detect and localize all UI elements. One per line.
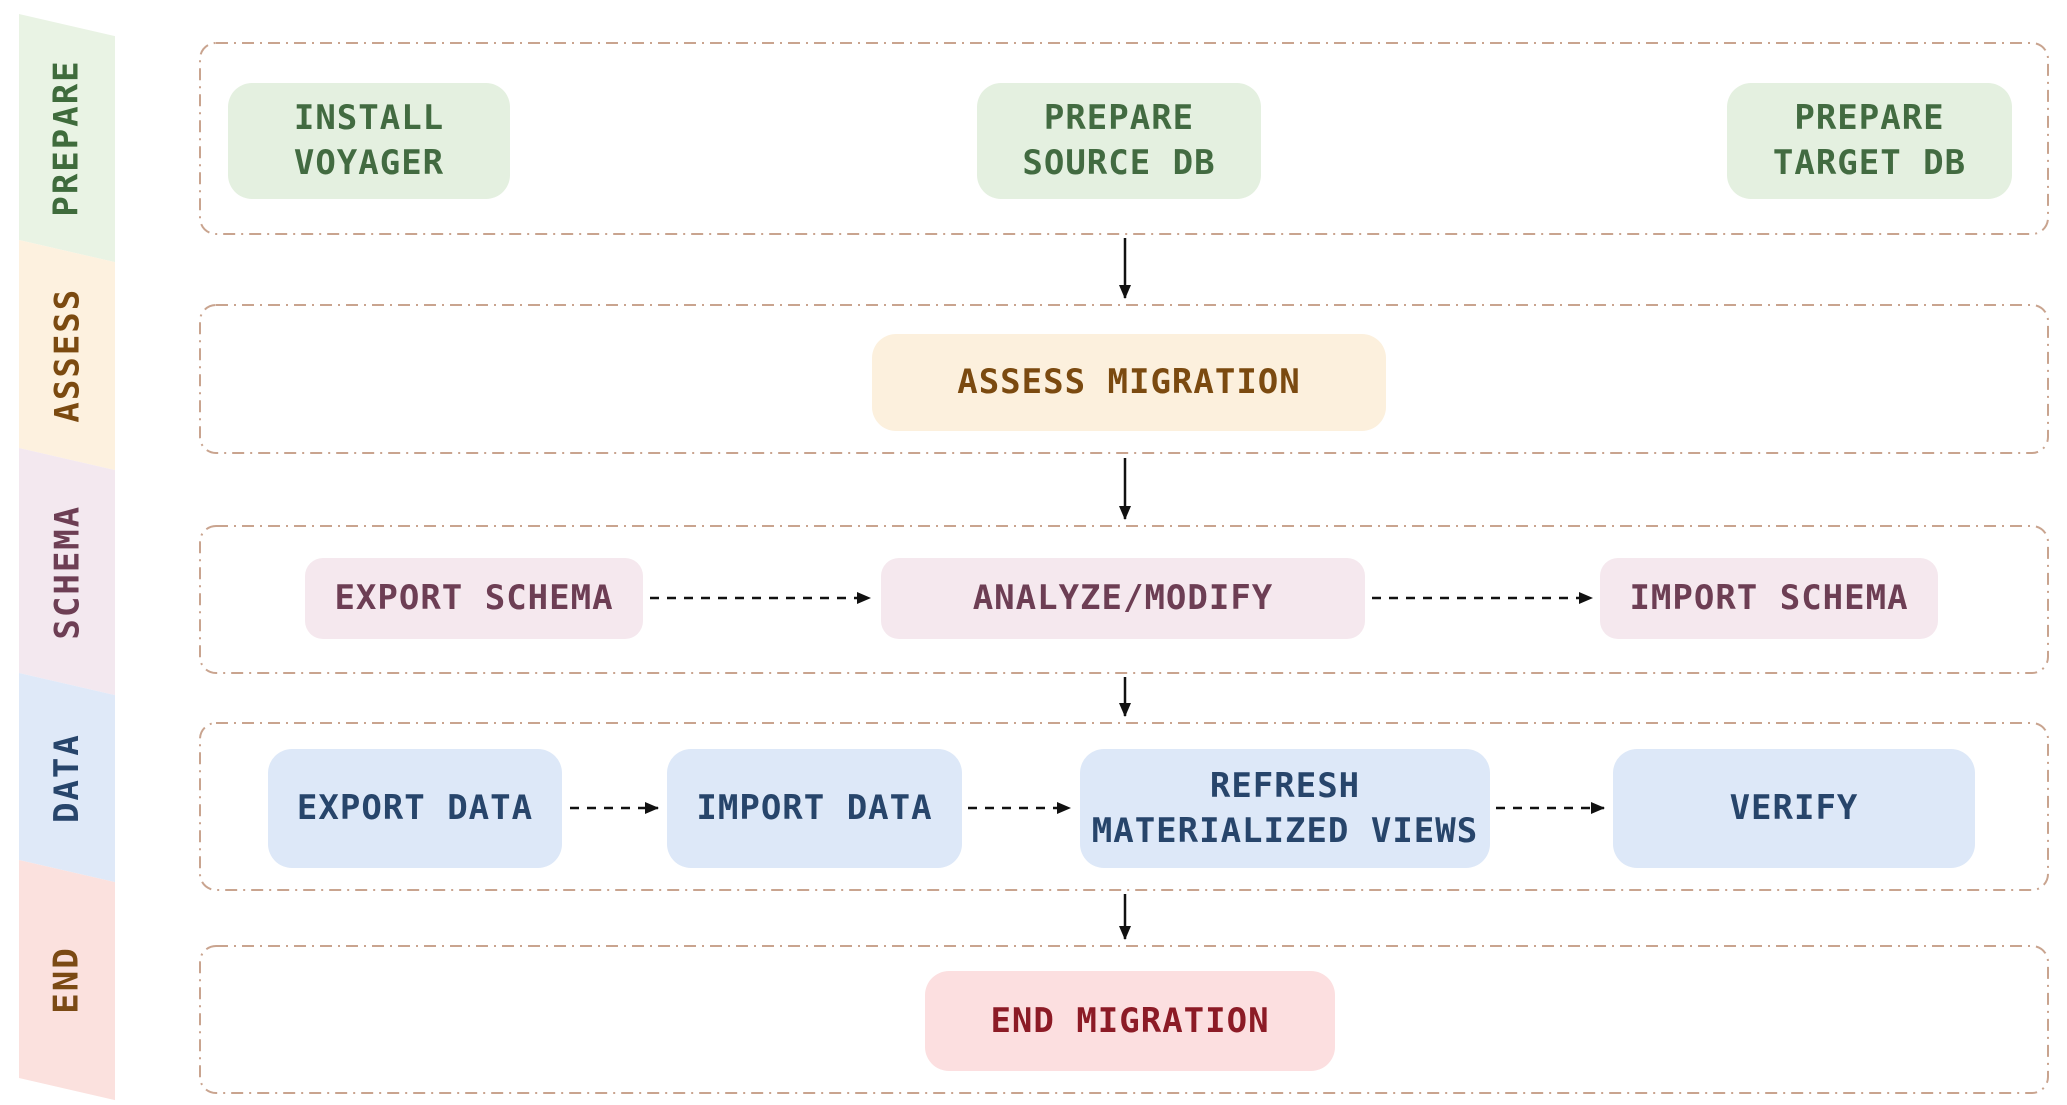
node-refresh-materialized-views: REFRESH MATERIALIZED VIEWS [1080,749,1490,868]
node-import-schema: IMPORT SCHEMA [1600,558,1938,639]
node-export-data: EXPORT DATA [268,749,562,868]
node-label: INSTALL [293,98,445,139]
sidebar-label-prepare: PREPARE [47,59,88,217]
node-label: END MIGRATION [990,1000,1270,1041]
node-verify: VERIFY [1613,749,1975,868]
node-prepare-target-db: PREPARE TARGET DB [1727,83,2012,199]
node-label: IMPORT DATA [696,788,933,829]
row-container-assess [199,304,2049,454]
node-export-schema: EXPORT SCHEMA [305,558,643,639]
row-container-data [199,722,2049,891]
sidebar-label-end: END [46,946,87,1014]
node-install-voyager: INSTALL VOYAGER [228,83,510,199]
node-label: EXPORT DATA [296,788,534,829]
node-end-migration: END MIGRATION [925,971,1335,1071]
sidebar-label-assess: ASSESS [47,287,88,423]
sidebar-label-data: DATA [46,732,87,823]
node-label: IMPORT SCHEMA [1629,578,1909,619]
node-label: REFRESH [1209,765,1361,806]
row-container-end [199,945,2049,1094]
node-import-data: IMPORT DATA [667,749,962,868]
node-analyze-modify: ANALYZE/MODIFY [881,558,1365,639]
node-label: ASSESS MIGRATION [957,362,1301,403]
phase-sidebar: PREPARE ASSESS SCHEMA DATA END [19,14,115,1101]
node-prepare-source-db: PREPARE SOURCE DB [977,83,1261,199]
sidebar-section-data: DATA [19,673,115,883]
sidebar-section-prepare: PREPARE [19,14,115,263]
node-label: TARGET DB [1772,143,1967,183]
node-label: PREPARE [1043,98,1195,139]
node-label: SOURCE DB [1022,143,1216,183]
sidebar-section-assess: ASSESS [19,240,115,471]
node-label: VERIFY [1729,788,1859,829]
node-label: ANALYZE/MODIFY [972,578,1274,619]
node-label: MATERIALIZED VIEWS [1091,810,1479,851]
node-label: VOYAGER [293,143,445,183]
node-label: PREPARE [1794,98,1945,139]
sidebar-label-schema: SCHEMA [47,504,88,639]
sidebar-section-schema: SCHEMA [19,448,115,696]
sidebar-section-end: END [19,860,115,1101]
row-container-prepare [199,42,2049,235]
node-assess-migration: ASSESS MIGRATION [872,334,1386,431]
row-container-schema [199,525,2049,674]
node-label: EXPORT SCHEMA [334,578,614,619]
